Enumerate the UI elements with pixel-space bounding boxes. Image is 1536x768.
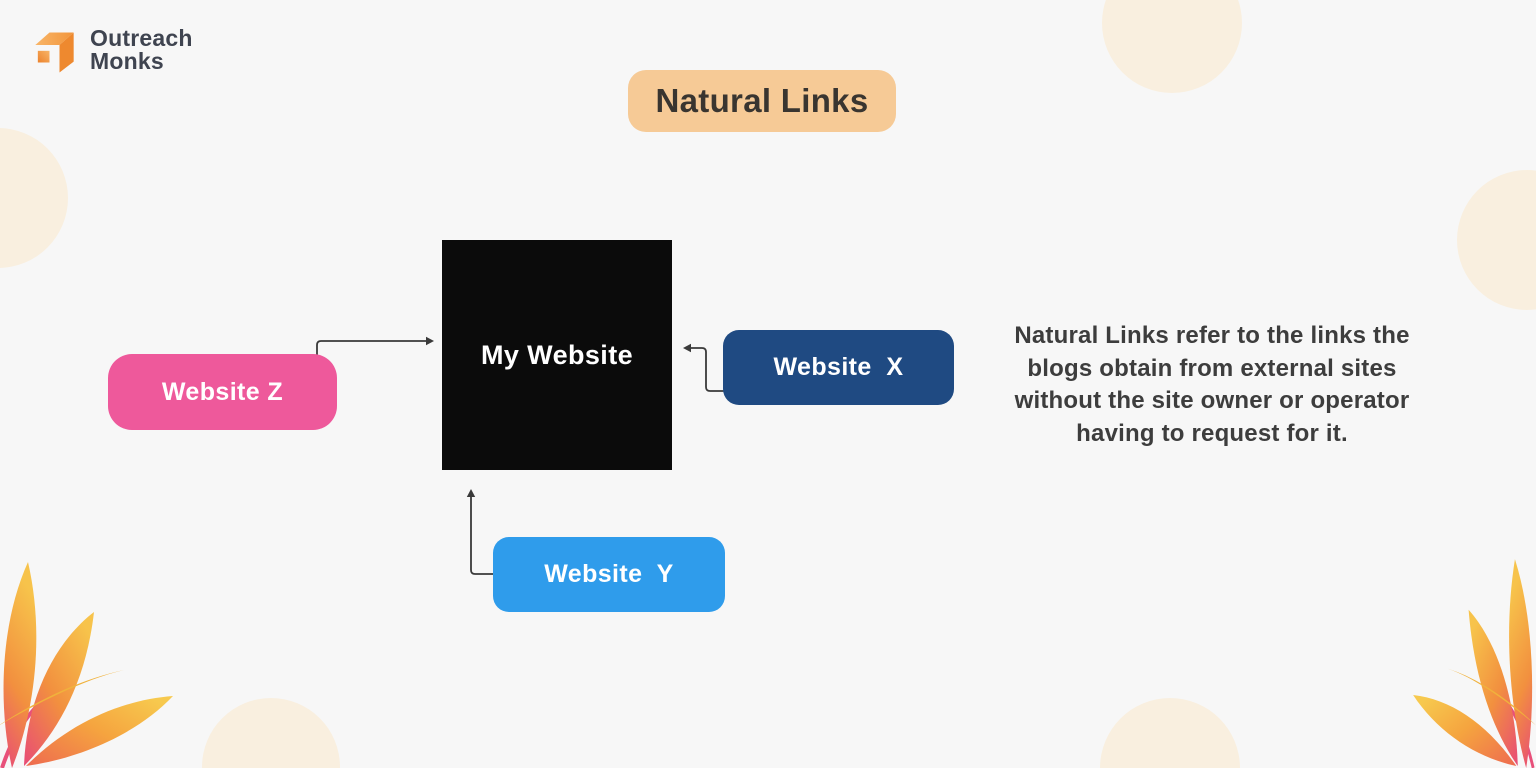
connector-website-x-to-my-website [683,343,724,392]
brand-name-line1: Outreach [90,25,193,51]
connector-website-y-to-my-website [466,489,494,575]
node-my-website: My Website [442,240,672,470]
node-website-y: Website Y [493,537,725,612]
brand-logo: Outreach Monks [27,25,193,75]
decor-leaves-bottom-right [1413,559,1536,768]
brand-name-line2: Monks [90,48,164,74]
node-my-website-label: My Website [480,339,634,370]
node-website-z-label: Website Z [161,377,284,406]
description-line-2: blogs obtain from external sites [1027,354,1397,382]
connector-website-z-to-my-website [316,336,434,363]
brand-name: Outreach Monks [90,27,193,73]
arrowhead-right-icon [426,336,434,346]
page-title: Natural Links [628,70,896,132]
description-line-4: having to request for it. [1076,419,1348,447]
page-title-label: Natural Links [655,82,869,119]
description-line-3: without the site owner or operator [1014,387,1410,414]
node-website-x: Website X [723,330,954,405]
arrowhead-left-icon [683,343,691,353]
decor-circle-right [1457,170,1536,310]
decor-circle-left [0,128,68,268]
decor-leaves-bottom-left [0,562,173,768]
decor-circle-top [1102,0,1242,93]
decor-circle-bottom-right [1100,698,1240,768]
outreach-monks-logo-icon [35,32,74,73]
arrowhead-up-icon [466,489,476,497]
description-line-1: Natural Links refer to the links the [1014,322,1410,349]
description-text: Natural Links refer to the links the blo… [992,320,1432,450]
node-website-x-label: Website X [773,353,904,381]
node-website-y-label: Website Y [544,560,674,588]
node-website-z: Website Z [108,354,337,430]
